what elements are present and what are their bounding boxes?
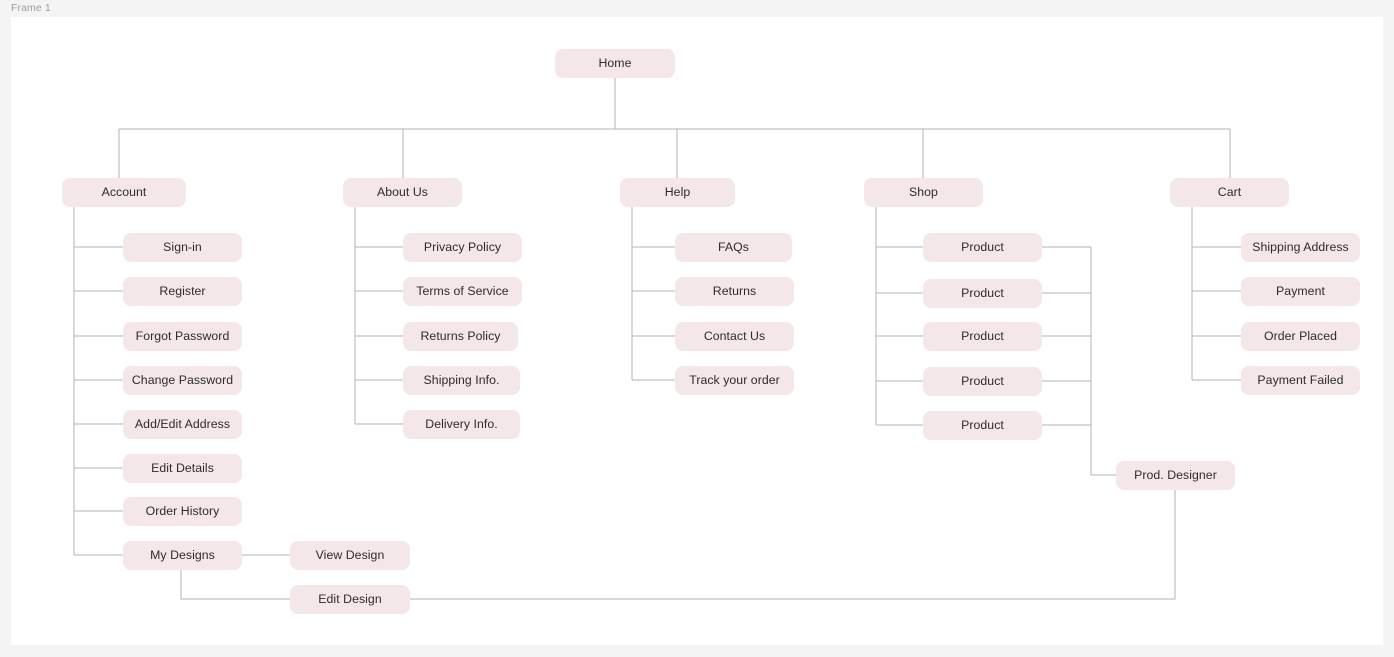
node-my-designs[interactable]: My Designs bbox=[123, 541, 242, 570]
node-about-us[interactable]: About Us bbox=[343, 178, 462, 207]
node-product-4[interactable]: Product bbox=[923, 367, 1042, 396]
node-edit-design[interactable]: Edit Design bbox=[290, 585, 410, 614]
node-sign-in[interactable]: Sign-in bbox=[123, 233, 242, 262]
node-home-label: Home bbox=[598, 56, 632, 70]
node-edit-design-label: Edit Design bbox=[318, 592, 382, 606]
node-terms-of-service[interactable]: Terms of Service bbox=[403, 277, 522, 306]
node-product-5-label: Product bbox=[961, 418, 1004, 432]
node-returns-label: Returns bbox=[712, 284, 757, 298]
node-forgot-password[interactable]: Forgot Password bbox=[123, 322, 242, 351]
node-contact-us-label: Contact Us bbox=[703, 329, 766, 343]
node-privacy-policy-label: Privacy Policy bbox=[423, 240, 502, 254]
node-track-your-order[interactable]: Track your order bbox=[675, 366, 794, 395]
node-edit-details[interactable]: Edit Details bbox=[123, 454, 242, 483]
node-my-designs-label: My Designs bbox=[150, 548, 215, 562]
node-add-edit-address-label: Add/Edit Address bbox=[134, 417, 231, 431]
node-privacy-policy[interactable]: Privacy Policy bbox=[403, 233, 522, 262]
node-edit-details-label: Edit Details bbox=[151, 461, 214, 475]
node-add-edit-address[interactable]: Add/Edit Address bbox=[123, 410, 242, 439]
node-shipping-info[interactable]: Shipping Info. bbox=[403, 366, 520, 395]
node-payment-label: Payment bbox=[1276, 284, 1325, 298]
node-delivery-info[interactable]: Delivery Info. bbox=[403, 410, 520, 439]
node-returns-policy-label: Returns Policy bbox=[420, 329, 501, 343]
node-shipping-info-label: Shipping Info. bbox=[423, 373, 500, 387]
node-product-2[interactable]: Product bbox=[923, 279, 1042, 308]
node-delivery-info-label: Delivery Info. bbox=[425, 417, 498, 431]
node-cart-label: Cart bbox=[1217, 185, 1242, 199]
node-home[interactable]: Home bbox=[555, 49, 675, 78]
node-order-history-label: Order History bbox=[145, 504, 220, 518]
node-help[interactable]: Help bbox=[620, 178, 735, 207]
node-forgot-password-label: Forgot Password bbox=[135, 329, 230, 343]
node-payment-failed[interactable]: Payment Failed bbox=[1241, 366, 1360, 395]
node-product-4-label: Product bbox=[961, 374, 1004, 388]
node-prod-designer[interactable]: Prod. Designer bbox=[1116, 461, 1235, 490]
node-product-2-label: Product bbox=[961, 286, 1004, 300]
node-product-3-label: Product bbox=[961, 329, 1004, 343]
node-payment-failed-label: Payment Failed bbox=[1257, 373, 1344, 387]
node-sign-in-label: Sign-in bbox=[163, 240, 202, 254]
node-shop-label: Shop bbox=[909, 185, 938, 199]
node-change-password-label: Change Password bbox=[131, 373, 234, 387]
node-product-1-label: Product bbox=[961, 240, 1004, 254]
node-register[interactable]: Register bbox=[123, 277, 242, 306]
node-order-placed[interactable]: Order Placed bbox=[1241, 322, 1360, 351]
node-contact-us[interactable]: Contact Us bbox=[675, 322, 794, 351]
node-faqs-label: FAQs bbox=[718, 240, 749, 254]
node-shipping-address-label: Shipping Address bbox=[1252, 240, 1349, 254]
node-about-us-label: About Us bbox=[377, 185, 428, 199]
node-help-label: Help bbox=[664, 185, 691, 199]
node-view-design[interactable]: View Design bbox=[290, 541, 410, 570]
node-returns-policy[interactable]: Returns Policy bbox=[403, 322, 518, 351]
node-payment[interactable]: Payment bbox=[1241, 277, 1360, 306]
node-terms-of-service-label: Terms of Service bbox=[416, 284, 509, 298]
node-cart[interactable]: Cart bbox=[1170, 178, 1289, 207]
node-order-placed-label: Order Placed bbox=[1263, 329, 1338, 343]
node-prod-designer-label: Prod. Designer bbox=[1134, 468, 1217, 482]
node-order-history[interactable]: Order History bbox=[123, 497, 242, 526]
node-change-password[interactable]: Change Password bbox=[123, 366, 242, 395]
node-product-3[interactable]: Product bbox=[923, 322, 1042, 351]
node-product-5[interactable]: Product bbox=[923, 411, 1042, 440]
node-account-label: Account bbox=[101, 185, 147, 199]
node-register-label: Register bbox=[159, 284, 206, 298]
node-track-your-order-label: Track your order bbox=[689, 373, 780, 387]
node-returns[interactable]: Returns bbox=[675, 277, 794, 306]
node-view-design-label: View Design bbox=[315, 548, 385, 562]
node-shop[interactable]: Shop bbox=[864, 178, 983, 207]
node-product-1[interactable]: Product bbox=[923, 233, 1042, 262]
node-account[interactable]: Account bbox=[62, 178, 186, 207]
node-faqs[interactable]: FAQs bbox=[675, 233, 792, 262]
frame-label: Frame 1 bbox=[11, 2, 51, 14]
node-shipping-address[interactable]: Shipping Address bbox=[1241, 233, 1360, 262]
